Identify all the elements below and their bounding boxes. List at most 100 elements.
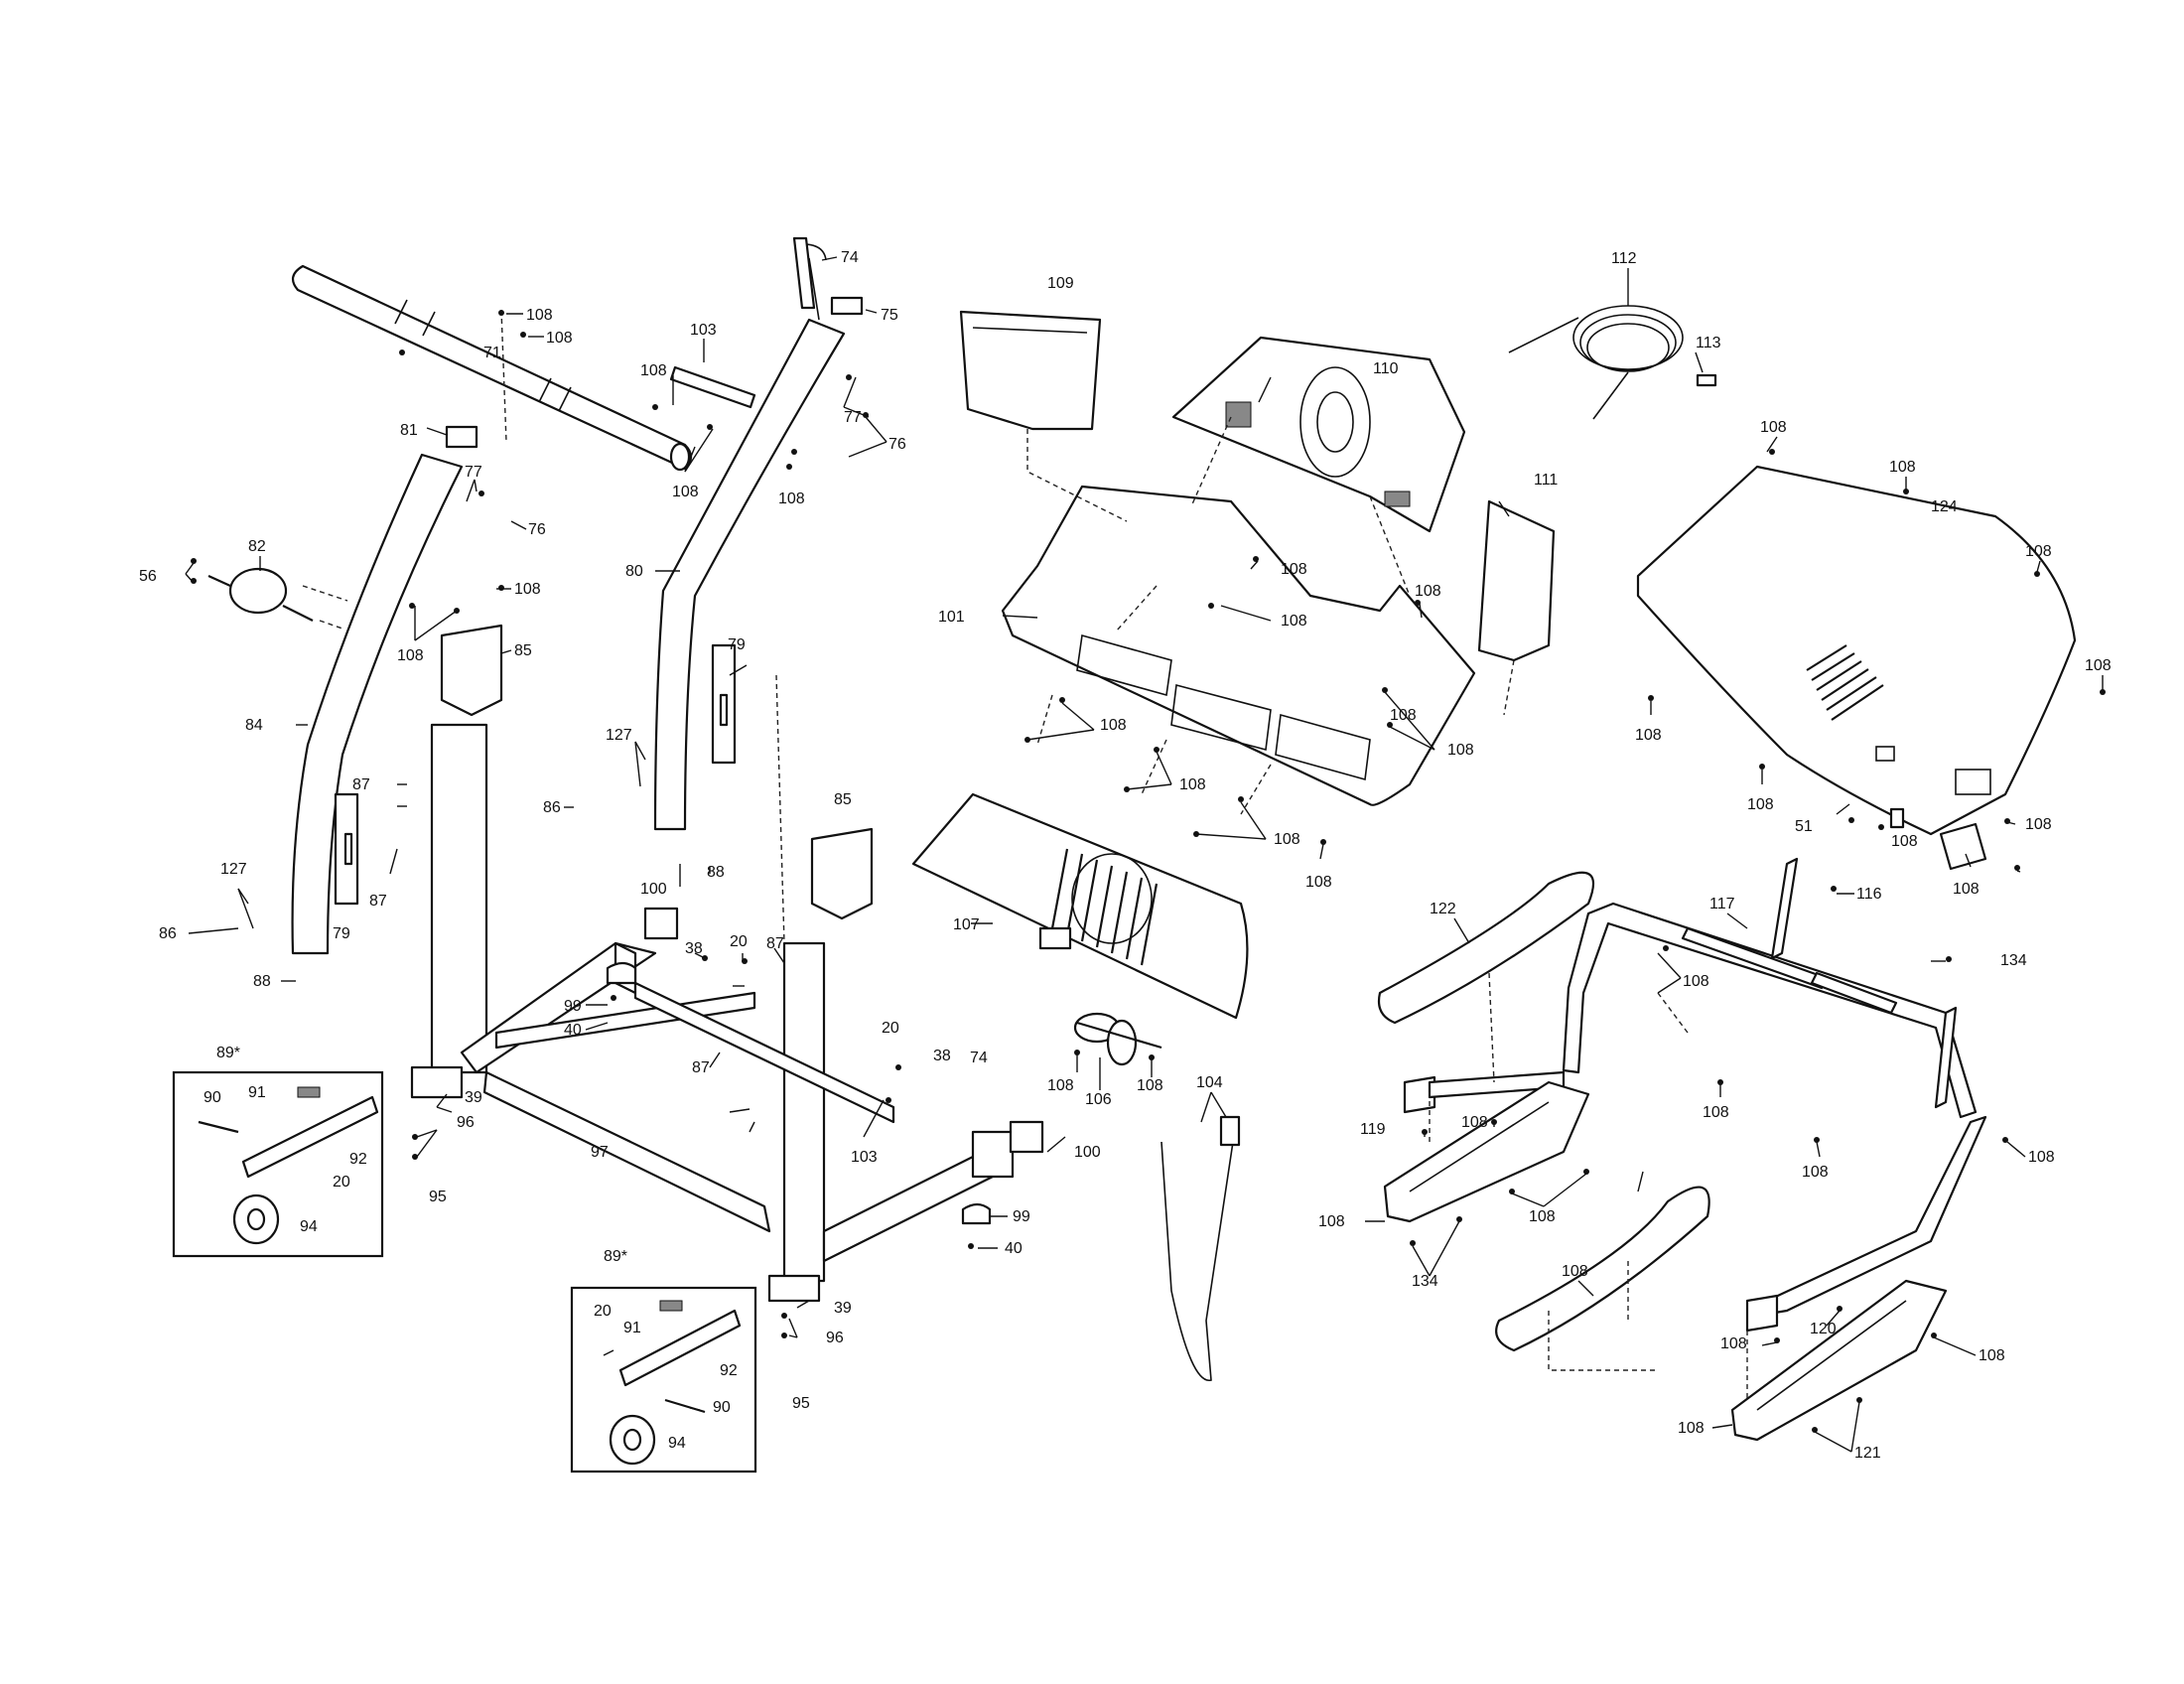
label-108: 108: [778, 491, 805, 507]
label-134: 108: [1683, 973, 1709, 990]
label-71: 71: [483, 345, 501, 361]
label-111: 111: [1534, 472, 1558, 489]
label-108: 108: [2025, 816, 2052, 833]
label-108: 108: [514, 581, 541, 598]
label-108: 108: [1889, 459, 1916, 476]
label-108: 108: [1390, 707, 1417, 724]
wire-harness-74-top: [792, 236, 864, 316]
label-76: 76: [528, 521, 546, 538]
label-108: 108: [1281, 613, 1307, 630]
label-108: 108: [1447, 742, 1474, 759]
label-80: 80: [625, 563, 643, 580]
label-108: 108: [1703, 1104, 1729, 1121]
tray-85-right: [810, 827, 874, 920]
label-103: 103: [690, 322, 717, 339]
label-108: 108: [1047, 1077, 1074, 1094]
upright-97-frame: [410, 723, 1015, 1303]
label-108: 108: [526, 307, 553, 324]
bin-111: [1477, 499, 1556, 662]
label-117: 122: [1430, 901, 1456, 917]
label-108: 108: [1760, 419, 1787, 436]
console-base-101: [1001, 485, 1476, 806]
label-108: 134: [2000, 952, 2027, 969]
label-110: 110: [1373, 360, 1399, 377]
label-88: 88: [253, 973, 271, 990]
label-104: 104: [1196, 1074, 1223, 1091]
endcap-121: [1730, 1279, 1948, 1442]
label-89: 89*: [216, 1045, 240, 1061]
wheel-assembly-box-89-right: [570, 1286, 757, 1474]
label-127: 127: [606, 727, 632, 744]
label-94: 94: [668, 1435, 686, 1452]
label-39: 39: [834, 1300, 852, 1317]
bracket-103: [669, 365, 756, 409]
label-85: 85: [514, 642, 532, 659]
label-119: 108: [1318, 1213, 1345, 1230]
label-40: 40: [564, 1022, 582, 1039]
label-101: 101: [938, 609, 965, 626]
label-90: 90: [713, 1399, 731, 1416]
label-108: 108: [1979, 1347, 2005, 1364]
label-87: 87: [692, 1059, 710, 1076]
label-38: 38: [933, 1048, 951, 1064]
label-108: 108: [2025, 543, 2052, 560]
label-108: 120: [1810, 1321, 1837, 1337]
label-108: 108: [1100, 717, 1127, 734]
label-85: 85: [834, 791, 852, 808]
label-108: 108: [1305, 874, 1332, 891]
label-77: 77: [465, 464, 482, 481]
label-108: 134: [1412, 1273, 1438, 1290]
label-39: 39: [465, 1089, 482, 1106]
label-87: 87: [369, 893, 387, 910]
clip-113: [1696, 373, 1717, 387]
upright-84: [291, 425, 478, 955]
motor-hood-124: [1636, 465, 2077, 836]
label-90: 90: [204, 1089, 221, 1106]
label-108: 108: [1747, 796, 1774, 813]
label-127: 127: [220, 861, 247, 878]
label-108: 108: [1415, 583, 1441, 600]
label-108: 108: [1137, 1077, 1163, 1094]
tray-85-left: [440, 624, 503, 717]
label-108: 108: [1274, 831, 1300, 848]
label-20: 20: [730, 933, 748, 950]
label-84: 84: [245, 717, 263, 734]
bin-109: [959, 310, 1102, 431]
label-89: 89*: [604, 1248, 627, 1265]
label-100: 100: [1074, 1144, 1101, 1161]
label-79: 79: [333, 925, 350, 942]
label-87: 87: [766, 935, 784, 952]
label-109: 109: [1047, 275, 1074, 292]
label-124: 124: [1931, 498, 1958, 515]
label-91: 91: [623, 1320, 641, 1336]
label-108: 121: [1854, 1445, 1881, 1462]
label-81: 81: [400, 422, 418, 439]
label-108: 108: [1802, 1164, 1829, 1181]
label-103: 103: [851, 1149, 878, 1166]
label-108: 108: [640, 362, 667, 379]
bracket-79-left: [334, 792, 359, 906]
label-107: 107: [953, 916, 980, 933]
label-92: 92: [349, 1151, 367, 1168]
cover-120: [1495, 1186, 1710, 1352]
callout-labels: 108 108 71 74 75 103 108 108 108 77 76 8…: [139, 249, 2112, 1462]
label-86: 86: [543, 799, 561, 816]
label-108: 108: [546, 330, 573, 347]
leader-lines: [185, 256, 2104, 1453]
label-20: 20: [882, 1020, 899, 1037]
label-108: 51: [1795, 818, 1813, 835]
label-108: 108: [672, 484, 699, 500]
label-20: 20: [594, 1303, 612, 1320]
upright-80: [653, 243, 846, 831]
label-122: 108: [1953, 881, 1979, 898]
label-108: 108: [1179, 776, 1206, 793]
label-97: 97: [591, 1144, 609, 1161]
handrail-71: [291, 264, 693, 472]
label-106: 106: [1085, 1091, 1112, 1108]
label-99: 99: [1013, 1208, 1030, 1225]
label-134: 108: [2028, 1149, 2055, 1166]
label-120: 108: [1562, 1263, 1588, 1280]
label-75: 75: [881, 307, 898, 324]
label-76: 76: [888, 436, 906, 453]
